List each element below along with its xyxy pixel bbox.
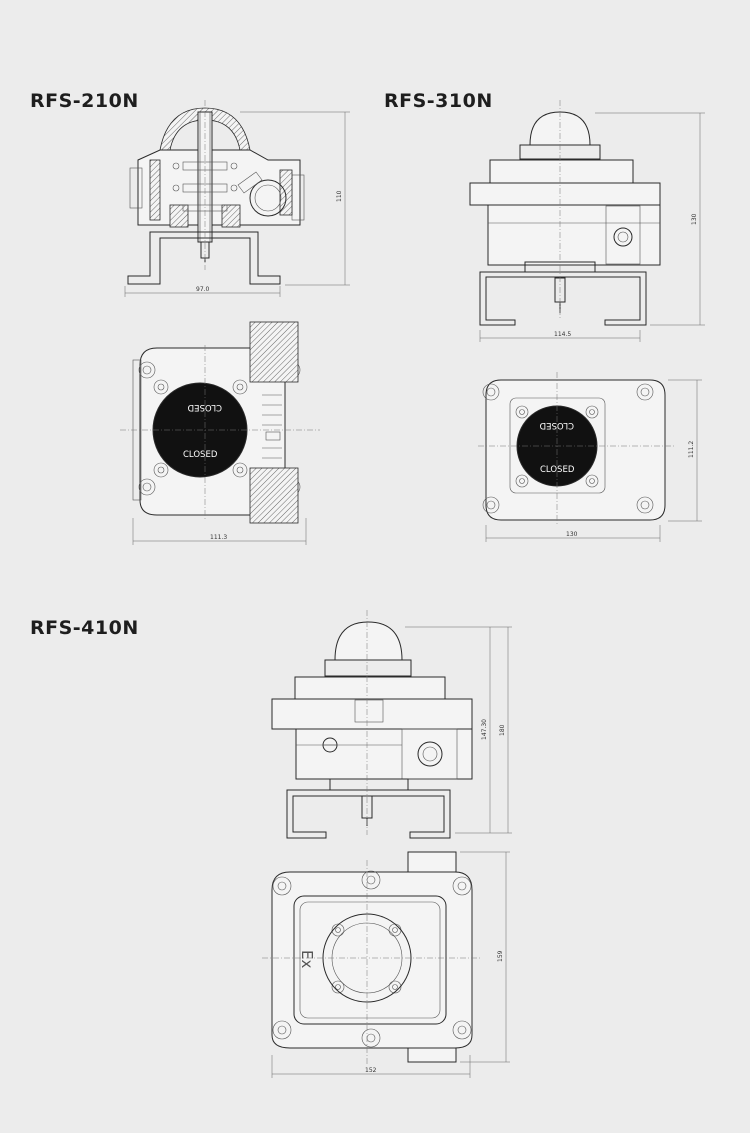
- rfs-410n-front-inner-height-dim: 147.30: [481, 719, 488, 740]
- model-title-rfs-310n: RFS-310N: [384, 90, 493, 112]
- rfs-410n-top-view: Ex 152 159: [262, 851, 510, 1078]
- model-title-rfs-210n: RFS-210N: [30, 90, 139, 112]
- rfs-210n-top-width-dim: 111.3: [210, 534, 227, 541]
- rfs-310n-top-width-dim: 130: [566, 531, 578, 538]
- rfs-410n-top-height-dim: 159: [497, 950, 504, 962]
- rfs-210n-indicator-closed: CLOSED: [183, 450, 218, 460]
- rfs-410n-front-outer-height-dim: 180: [499, 724, 506, 736]
- rfs-310n-front-view: 114.5 130: [469, 100, 705, 342]
- rfs-210n-front-view: 97.0 110: [124, 100, 350, 297]
- rfs-310n-top-view: CLOSED CLOSED 130 111.2: [478, 372, 702, 542]
- rfs-310n-front-width-dim: 114.5: [554, 331, 571, 338]
- rfs-410n-top-width-dim: 152: [365, 1067, 377, 1074]
- rfs-210n-indicator-closed-inverted: CLOSED: [187, 402, 222, 412]
- rfs-410n-front-view: 147.30 180: [271, 610, 512, 839]
- rfs-310n-indicator-closed: CLOSED: [540, 465, 575, 475]
- rfs-210n-front-width-dim: 97.0: [196, 286, 210, 293]
- rfs-210n-top-view: CLOSED CLOSED 111.3: [120, 321, 320, 545]
- rfs-410n-ex-mark: Ex: [298, 950, 316, 968]
- rfs-310n-indicator-closed-inverted: CLOSED: [539, 420, 574, 430]
- rfs-310n-top-height-dim: 111.2: [688, 441, 695, 458]
- rfs-210n-front-height-dim: 110: [336, 190, 343, 202]
- model-title-rfs-410n: RFS-410N: [30, 617, 139, 639]
- rfs-310n-front-height-dim: 130: [691, 213, 698, 225]
